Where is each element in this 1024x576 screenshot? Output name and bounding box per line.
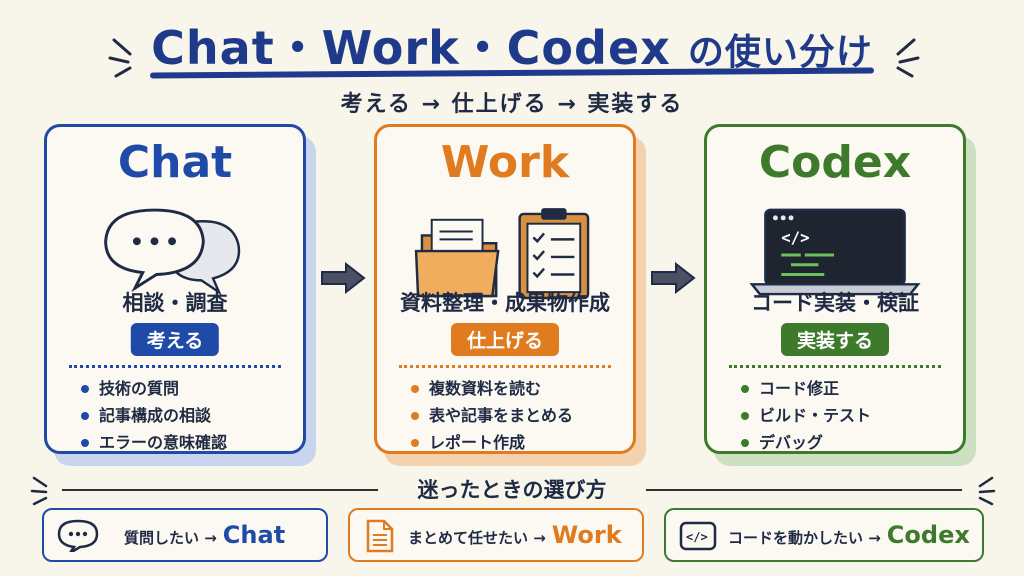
work-card-list: 複数資料を読む 表や記事をまとめる レポート作成 [411,375,573,456]
list-item: 技術の質問 [81,375,227,402]
tip-codex: </> コードを動かしたい →Codex [664,508,984,562]
list-item: デバッグ [741,429,871,456]
chat-card: Chat 相談・調査 考える 技術の質問 記事構成の相談 エラーの意味確認 [44,124,306,454]
codex-card-divider [729,365,941,368]
list-item: ビルド・テスト [741,402,871,429]
arrow-right-icon [651,262,696,294]
folder-and-clipboard-icon [414,208,590,300]
tip-work-target: Work [551,521,622,549]
tip-chat-text: 質問したい →Chat [124,521,286,549]
work-card-badge: 仕上げる [450,323,560,356]
chat-card-role: 相談・調査 [122,291,228,315]
burst-right-bottom-icon [978,476,996,506]
svg-text:</>: </> [781,228,809,247]
svg-text:</>: </> [686,530,708,544]
page-title: Chat・Work・Codex の使い分け [0,12,1024,78]
codex-card-title: Codex [758,137,912,188]
chat-bubble-icon [57,519,99,552]
work-card: Work 資料整理・成果物作成 仕上げる 複数資料を読む 表や記事をまとめる レ… [374,124,636,454]
tip-work: まとめて任せたい →Work [348,508,644,562]
tip-chat: 質問したい →Chat [42,508,328,562]
bottom-divider-right [646,489,962,491]
burst-right-top-icon [896,38,920,78]
document-icon [366,519,394,553]
burst-left-bottom-icon [30,476,48,506]
list-item: レポート作成 [411,429,573,456]
chat-card-list: 技術の質問 記事構成の相談 エラーの意味確認 [81,375,227,456]
work-card-divider [399,365,611,368]
codex-card-badge: 実装する [780,323,890,356]
list-item: 記事構成の相談 [81,402,227,429]
list-item: コード修正 [741,375,871,402]
arrow-right-icon [321,262,366,294]
chat-card-title: Chat [117,137,233,188]
chat-card-badge: 考える [130,323,220,356]
bottom-heading: 迷ったときの選び方 [417,478,607,502]
bottom-divider-left [62,489,378,491]
tip-codex-text: コードを動かしたい →Codex [728,521,970,549]
speech-bubbles-icon [104,208,241,296]
codex-card-role: コード実装・検証 [751,291,919,315]
title-main: Chat・Work・Codex [151,21,671,75]
burst-left-top-icon [108,38,132,78]
list-item: 複数資料を読む [411,375,573,402]
subtitle-flow: 考える → 仕上げる → 実装する [340,92,684,117]
chat-card-divider [69,365,281,368]
codex-card-list: コード修正 ビルド・テスト デバッグ [741,375,871,456]
tip-codex-target: Codex [886,521,970,549]
work-card-role: 資料整理・成果物作成 [400,291,610,315]
laptop-code-icon: </> [749,208,921,296]
code-tag-icon: </> [679,521,717,551]
list-item: エラーの意味確認 [81,429,227,456]
tip-work-text: まとめて任せたい →Work [408,521,622,549]
codex-card: Codex </> コード実装・検証 実装する コード修正 ビルド・テスト デバ… [704,124,966,454]
list-item: 表や記事をまとめる [411,402,573,429]
tip-chat-target: Chat [222,521,286,549]
title-suffix: の使い分け [687,32,873,73]
work-card-title: Work [440,137,570,188]
